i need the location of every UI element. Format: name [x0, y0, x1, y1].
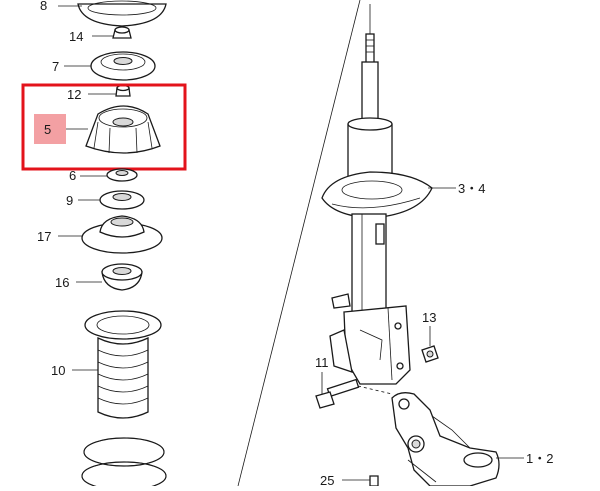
bolt-guide-line: [357, 385, 393, 395]
part-13-nut[interactable]: [421, 345, 439, 363]
part-11-bolt[interactable]: [315, 378, 360, 409]
label-9: 9: [66, 193, 73, 208]
label-25: 25: [320, 473, 334, 486]
label-7: 7: [52, 59, 59, 74]
selection-box: [21, 83, 187, 171]
label-5: 5: [44, 122, 51, 137]
part-5-strut-mount[interactable]: [85, 105, 161, 154]
part-17-spring-seat[interactable]: [81, 215, 163, 254]
label-11: 11: [315, 355, 329, 370]
assembly-guide-line: [237, 0, 361, 487]
label-6: 6: [69, 168, 76, 183]
label-14: 14: [69, 29, 83, 44]
part-16-bump-stop[interactable]: [101, 263, 143, 291]
part-14-nut[interactable]: [112, 26, 132, 39]
part-25-clip[interactable]: [369, 475, 379, 487]
coil-spring[interactable]: [81, 437, 167, 491]
part-6-bearing[interactable]: [106, 168, 138, 182]
part-1-2-knuckle[interactable]: [391, 392, 500, 487]
part-7-washer[interactable]: [90, 51, 156, 81]
part-8-top-cap[interactable]: [77, 0, 167, 27]
label-16: 16: [55, 275, 69, 290]
label-17: 17: [37, 229, 51, 244]
label-12: 12: [67, 87, 81, 102]
strut-assembly[interactable]: [321, 4, 433, 385]
label-8: 8: [40, 0, 47, 13]
label-13: 13: [422, 310, 436, 325]
part-10-dust-boot[interactable]: [84, 310, 162, 419]
part-12-nut[interactable]: [115, 84, 131, 97]
label-3-4: 3・4: [458, 181, 485, 196]
part-9-washer[interactable]: [99, 190, 145, 210]
label-10: 10: [51, 363, 65, 378]
label-1-2: 1・2: [526, 451, 553, 466]
label-5-highlight: [34, 114, 66, 144]
